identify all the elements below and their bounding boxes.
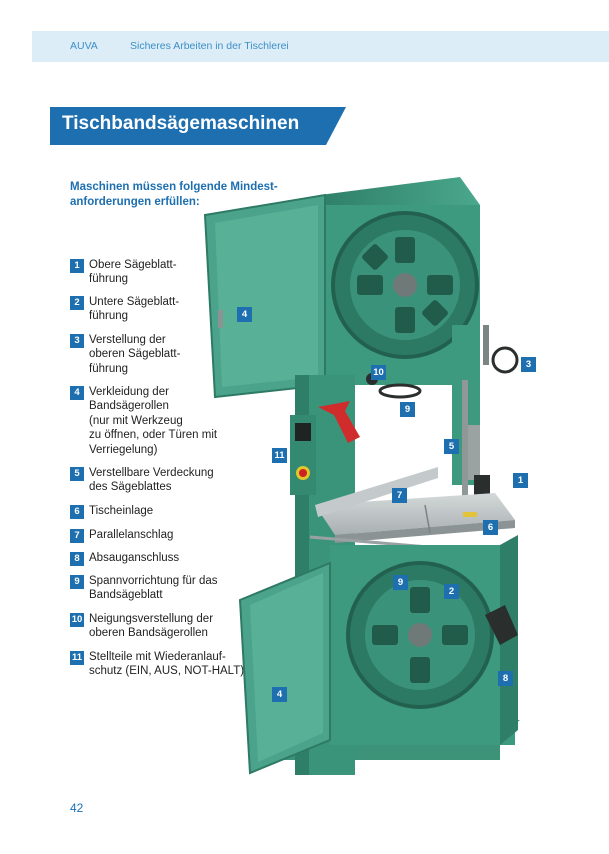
callout-label: 3 <box>521 357 536 372</box>
title-banner-shape <box>50 107 346 145</box>
legend-item: 6 Tischeinlage <box>70 504 153 519</box>
legend-label: Parallelanschlag <box>89 529 174 541</box>
legend-number: 2 <box>70 296 84 310</box>
callout-label: 10 <box>371 365 386 380</box>
legend-item: 11 Stellteile mit Wiederanlauf- schutz (… <box>70 650 244 679</box>
legend-number: 8 <box>70 552 84 566</box>
callout-label: 7 <box>392 488 407 503</box>
callout-label: 2 <box>444 584 459 599</box>
legend-item: 3 Verstellung der oberen Sägeblatt- führ… <box>70 333 180 376</box>
legend-item: 9 Spannvorrichtung für das Bandsägeblatt <box>70 574 218 603</box>
callout-label: 1 <box>513 473 528 488</box>
legend-number: 5 <box>70 467 84 481</box>
page-title: Tischbandsägemaschinen <box>62 113 300 134</box>
legend-number: 10 <box>70 613 84 627</box>
callout-label: 6 <box>483 520 498 535</box>
page-number: 42 <box>70 801 84 815</box>
legend-number: 3 <box>70 334 84 348</box>
legend-label: Stellteile mit Wiederanlauf- schutz (EIN… <box>89 651 245 678</box>
callout-label: 8 <box>498 671 513 686</box>
callout-label: 9 <box>393 575 408 590</box>
callout-label: 5 <box>444 439 459 454</box>
legend-item: 7 Parallelanschlag <box>70 528 173 543</box>
header-subtitle: Sicheres Arbeiten in der Tischlerei <box>130 40 289 52</box>
legend-item: 2 Untere Sägeblatt- führung <box>70 295 179 324</box>
callout-label: 9 <box>400 402 415 417</box>
intro-line: Maschinen müssen folgende Mindest- anfor… <box>70 181 278 208</box>
legend-item: 1 Obere Sägeblatt- führung <box>70 258 177 287</box>
callout-label: 4 <box>237 307 252 322</box>
legend-item: 5 Verstellbare Verdeckung des Sägeblatte… <box>70 466 214 495</box>
legend-number: 9 <box>70 575 84 589</box>
legend-number: 1 <box>70 259 84 273</box>
legend-label: Spannvorrichtung für das Bandsägeblatt <box>89 575 218 602</box>
legend-number: 7 <box>70 529 84 543</box>
callout-label: 4 <box>272 687 287 702</box>
legend-item: 4 Verkleidung der Bandsägerollen (nur mi… <box>70 385 217 457</box>
legend-label: Obere Sägeblatt- führung <box>89 259 177 286</box>
legend-label: Untere Sägeblatt- führung <box>89 296 180 323</box>
header-org: AUVA <box>70 40 98 52</box>
legend-number: 6 <box>70 505 84 519</box>
push-stick <box>318 401 360 443</box>
legend-item: 8 Absauganschluss <box>70 551 179 566</box>
legend-label: Absauganschluss <box>89 552 180 564</box>
saw-table <box>315 493 515 535</box>
legend-label: Verkleidung der Bandsägerollen (nur mit … <box>89 386 218 456</box>
callout-label: 11 <box>272 448 287 463</box>
extraction-port <box>485 605 518 645</box>
legend-label: Verstellung der oberen Sägeblatt- führun… <box>89 334 181 375</box>
legend-label: Neigungsverstellung der oberen Bandsäger… <box>89 613 214 640</box>
legend-label: Tischeinlage <box>89 505 154 517</box>
bandsaw-illustration <box>203 177 520 775</box>
legend-item: 10 Neigungsverstellung der oberen Bandsä… <box>70 612 213 641</box>
title-banner: Tischbandsägemaschinen <box>50 107 350 145</box>
intro-text: Maschinen müssen folgende Mindest- anfor… <box>70 180 290 210</box>
running-header: AUVA Sicheres Arbeiten in der Tischlerei <box>32 31 609 62</box>
legend-number: 11 <box>70 651 84 665</box>
legend-label: Verstellbare Verdeckung des Sägeblattes <box>89 467 214 494</box>
legend-number: 4 <box>70 386 84 400</box>
parallel-fence <box>315 467 438 517</box>
